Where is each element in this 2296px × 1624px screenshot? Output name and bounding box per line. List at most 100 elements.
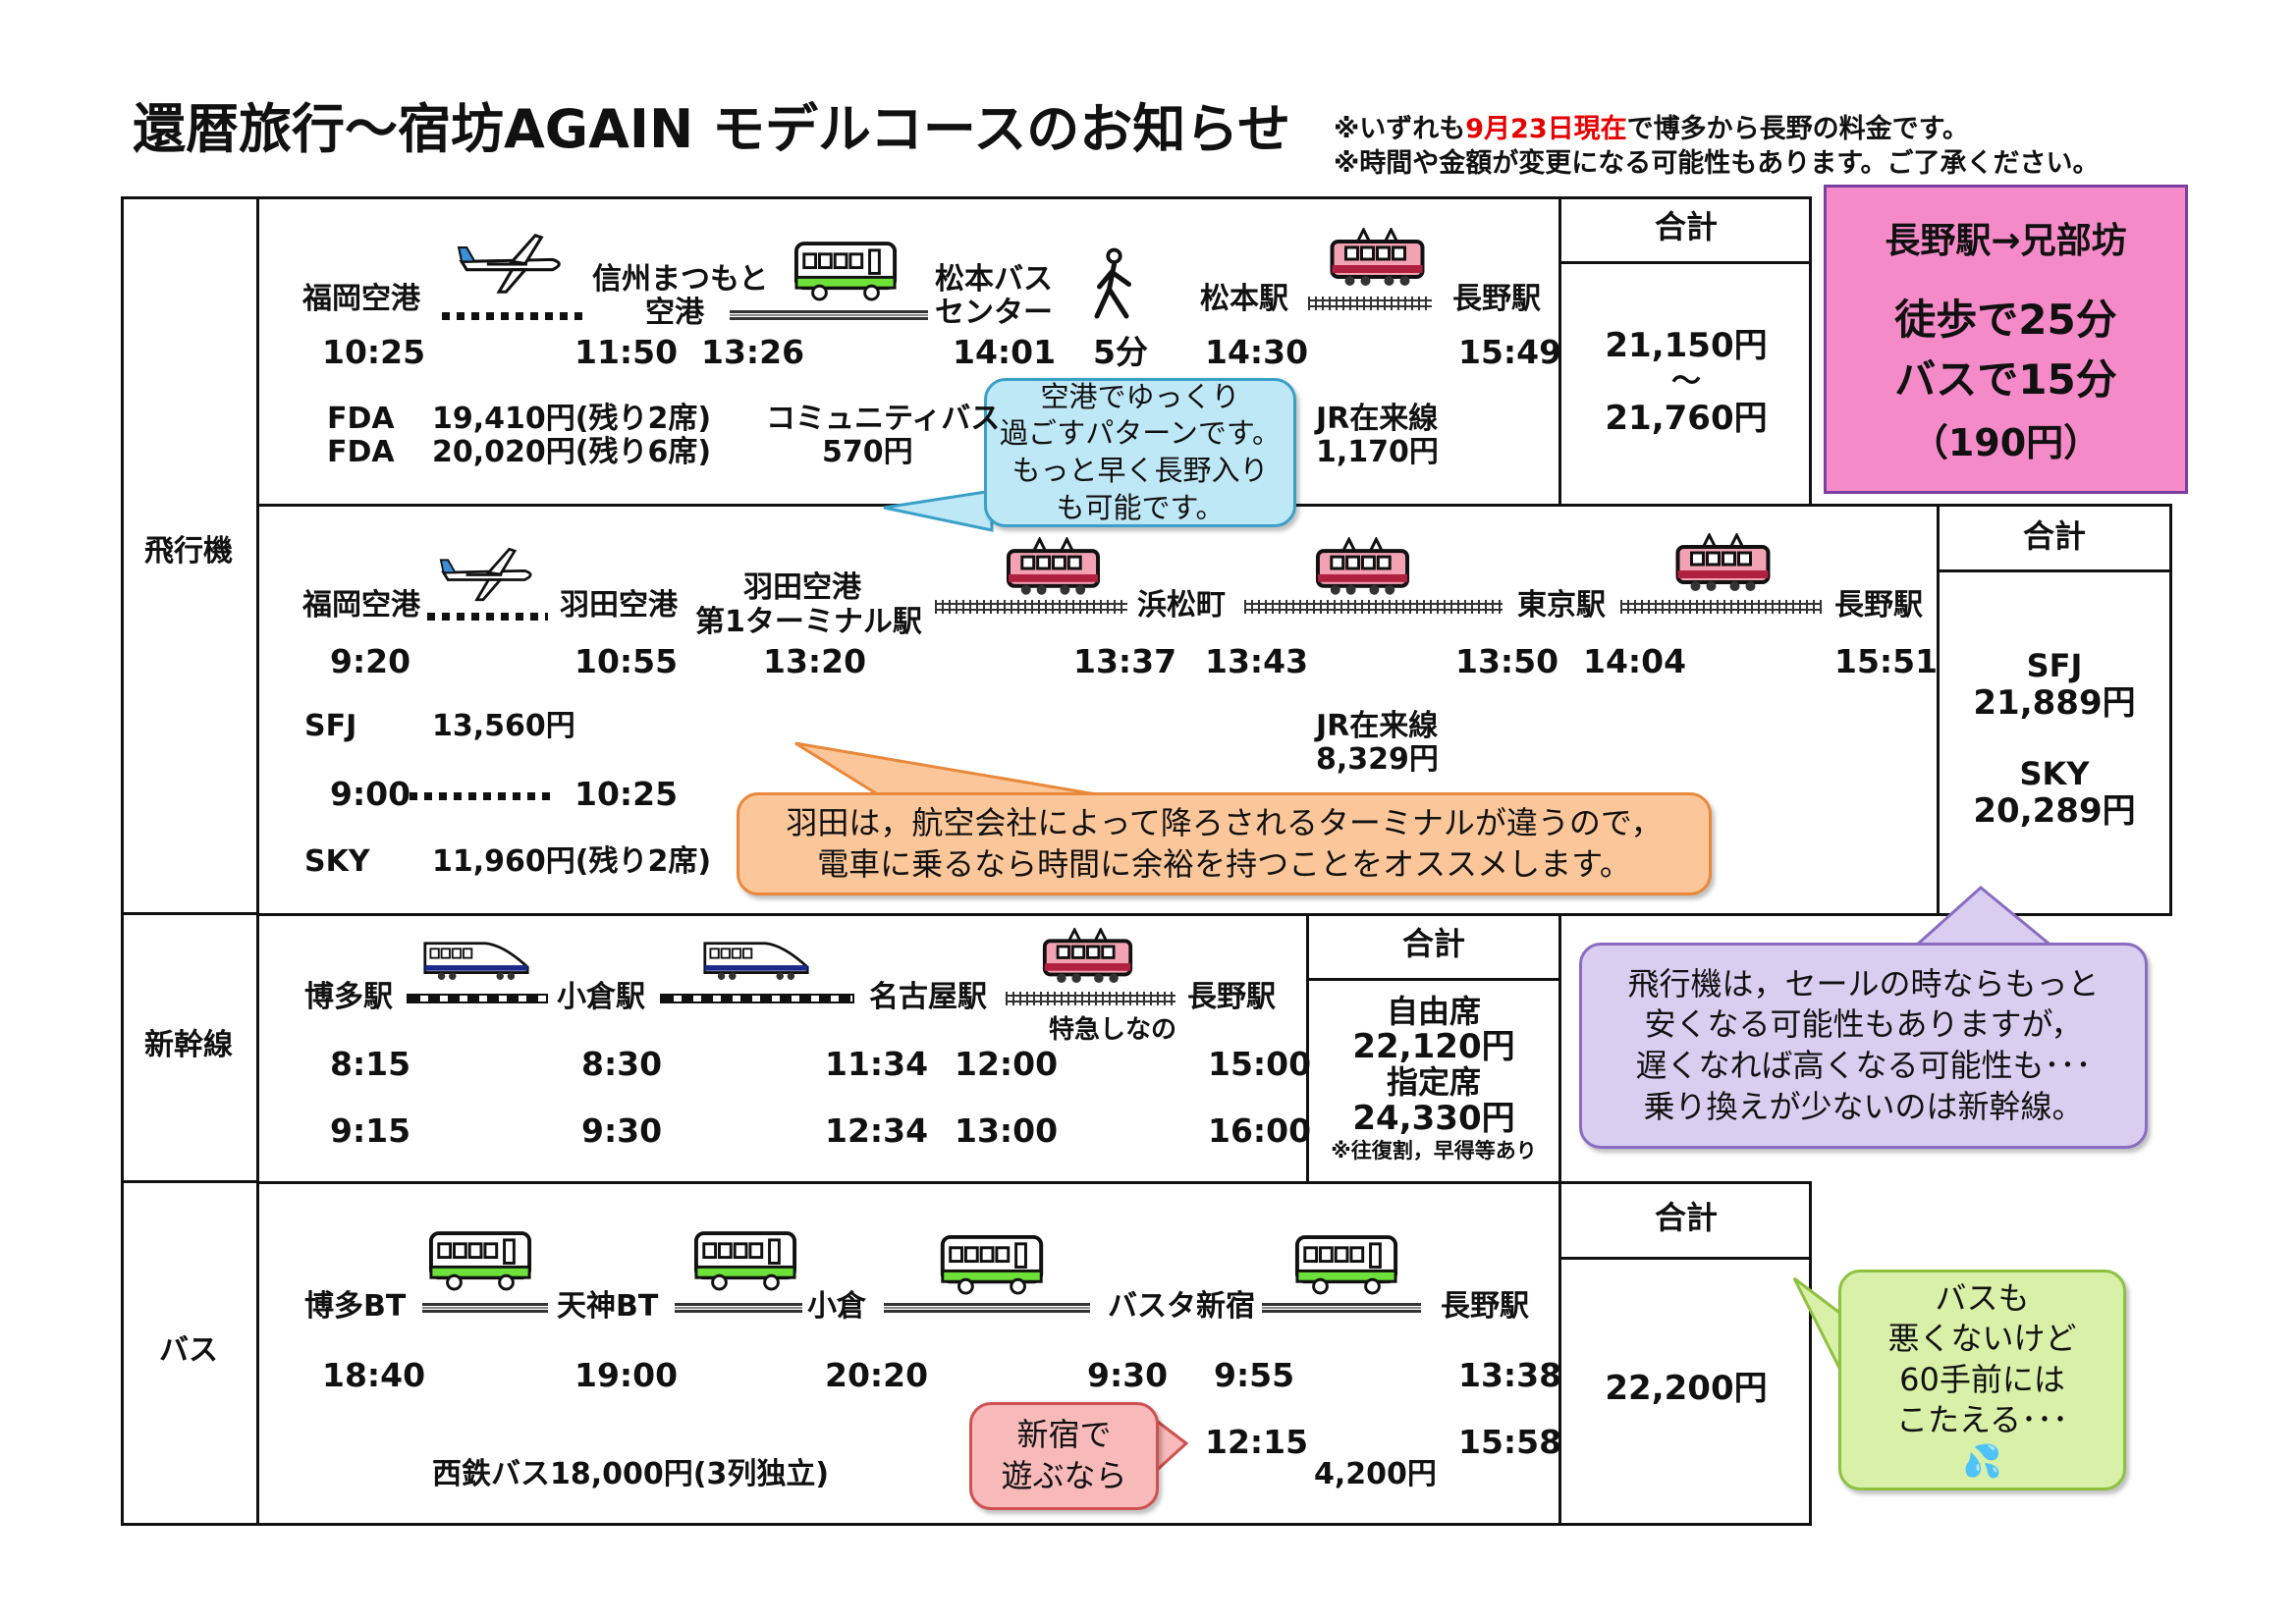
callout-line: 羽田は，航空会社によって降ろされるターミナルが違うので，	[786, 803, 1663, 841]
fare: 20,020円(残り6席)	[432, 434, 712, 469]
shinkansen-icon	[699, 940, 813, 980]
seat-type: 自由席	[1386, 993, 1482, 1031]
station-name: 松本バス	[935, 261, 1053, 297]
haneda-terminal-callout: 羽田は，航空会社によって降ろされるターミナルが違うので， 電車に乗るなら時間に余…	[737, 792, 1712, 895]
callout-line: こたえる･･･	[1895, 1401, 2069, 1439]
fare: 4,200円	[1314, 1456, 1437, 1491]
bus-line	[884, 1303, 1090, 1313]
time: 14:30	[1205, 332, 1309, 371]
rail-name: JR在来線	[1316, 708, 1439, 743]
carrier: SKY	[304, 843, 370, 879]
time: 13:37	[1073, 641, 1177, 680]
time: 14:04	[1583, 641, 1687, 680]
callout-line: も可能です。	[1056, 490, 1225, 524]
mode-label-plane: 飛行機	[144, 533, 233, 568]
time: 11:34	[825, 1044, 929, 1083]
station-name: 小倉駅	[557, 979, 645, 1014]
time: 15:58	[1458, 1422, 1562, 1461]
duration: 5分	[1093, 332, 1148, 371]
train-icon	[1326, 226, 1429, 287]
bus-tiring-callout: バスも 悪くないけど 60手前には こたえる･･･💦	[1838, 1270, 2126, 1490]
total-carrier: SKY	[2019, 755, 2090, 793]
fare: 11,960円(残り2席)	[432, 843, 712, 879]
fare: 8,329円	[1316, 741, 1439, 777]
divider	[121, 1180, 259, 1183]
callout-line: 飛行機は，セールの時ならもっと	[1627, 964, 2100, 1002]
divider	[1558, 261, 1812, 264]
station-name: 羽田空港	[560, 587, 678, 623]
note-prefix: ※いずれも	[1334, 114, 1466, 144]
time: 10:25	[322, 332, 426, 371]
bus-line	[1262, 1303, 1421, 1313]
time: 9:55	[1214, 1355, 1295, 1394]
airplane-icon	[457, 233, 568, 295]
time: 9:30	[581, 1110, 663, 1150]
bus-icon	[1293, 1234, 1399, 1296]
bus-icon	[793, 241, 899, 302]
station-name: 信州まつもと	[592, 261, 769, 297]
carrier: FDA	[327, 401, 395, 436]
time: 12:34	[825, 1110, 929, 1150]
time: 11:50	[574, 332, 679, 371]
station-name: 羽田空港	[743, 569, 861, 605]
station-name: 長野駅	[1834, 587, 1923, 623]
seat-type: 指定席	[1386, 1063, 1482, 1102]
total-header: 合計	[1654, 1199, 1719, 1237]
total-header: 合計	[1654, 208, 1719, 246]
station-name: 第1ターミナル駅	[695, 604, 922, 639]
callout-line: 60手前には	[1899, 1360, 2065, 1398]
flight-line	[442, 312, 582, 320]
fare: 13,560円	[432, 708, 575, 743]
station-name: 松本駅	[1200, 281, 1288, 316]
time: 15:51	[1834, 641, 1939, 680]
station-name: 長野駅	[1441, 1288, 1529, 1324]
flight-line	[410, 792, 557, 800]
total-price: 22,120円	[1352, 1027, 1515, 1067]
mode-label-column	[121, 196, 259, 1526]
callout-line: 安くなる可能性もありますが，	[1644, 1005, 2083, 1044]
mode-label-shinkansen: 新幹線	[144, 1027, 233, 1062]
rail-line	[935, 600, 1127, 614]
airplane-icon	[439, 545, 538, 604]
note-date: 9月23日現在	[1465, 114, 1627, 144]
sweat-drop-icon: 💦	[1962, 1441, 2002, 1480]
time: 8:15	[330, 1044, 411, 1083]
bus-icon	[692, 1229, 798, 1293]
fare: 1,170円	[1316, 434, 1439, 469]
station-name: 長野駅	[1187, 979, 1276, 1014]
plane-b-total-cell	[1937, 504, 2172, 916]
fare: 19,410円(残り2席)	[432, 401, 712, 436]
total-price: 24,330円	[1352, 1099, 1515, 1139]
discount-note: ※往復割，早得等あり	[1331, 1139, 1537, 1164]
total-price: 21,889円	[1973, 683, 2136, 724]
time: 13:38	[1458, 1355, 1562, 1394]
station-name: 長野駅	[1452, 281, 1541, 316]
callout-line: バスも	[1935, 1278, 2030, 1317]
divider	[1558, 1257, 1812, 1260]
total-price: 22,200円	[1605, 1369, 1768, 1409]
shinkansen-line	[407, 994, 548, 1003]
carrier: SFJ	[304, 708, 357, 743]
carrier: FDA	[327, 434, 395, 469]
time: 9:00	[330, 774, 411, 813]
shinkansen-line	[660, 994, 854, 1003]
time: 13:26	[701, 332, 805, 371]
total-price: 21,760円	[1605, 399, 1768, 439]
walking-person-icon	[1087, 247, 1141, 321]
total-separator: ～	[1671, 363, 1701, 399]
callout-line: もっと早く長野入り	[1011, 454, 1269, 487]
callout-line: 乗り換えが少ないのは新幹線。	[1643, 1087, 2084, 1125]
time: 13:20	[763, 641, 867, 680]
time: 9:15	[330, 1110, 411, 1150]
bus-line	[422, 1303, 548, 1313]
time: 15:49	[1458, 332, 1562, 371]
station-name: 名古屋駅	[869, 979, 987, 1014]
station-name: 天神BT	[557, 1288, 659, 1324]
fare: 西鉄バス18,000円(3列独立)	[432, 1456, 830, 1491]
time: 10:25	[574, 774, 679, 813]
note-suffix: で博多から長野の料金です。	[1626, 114, 1969, 144]
train-name: 特急しなの	[1049, 1014, 1177, 1045]
banner-bus: バスで15分	[1894, 355, 2117, 404]
time: 12:15	[1205, 1422, 1309, 1461]
callout-line: 新宿で	[1016, 1416, 1112, 1454]
